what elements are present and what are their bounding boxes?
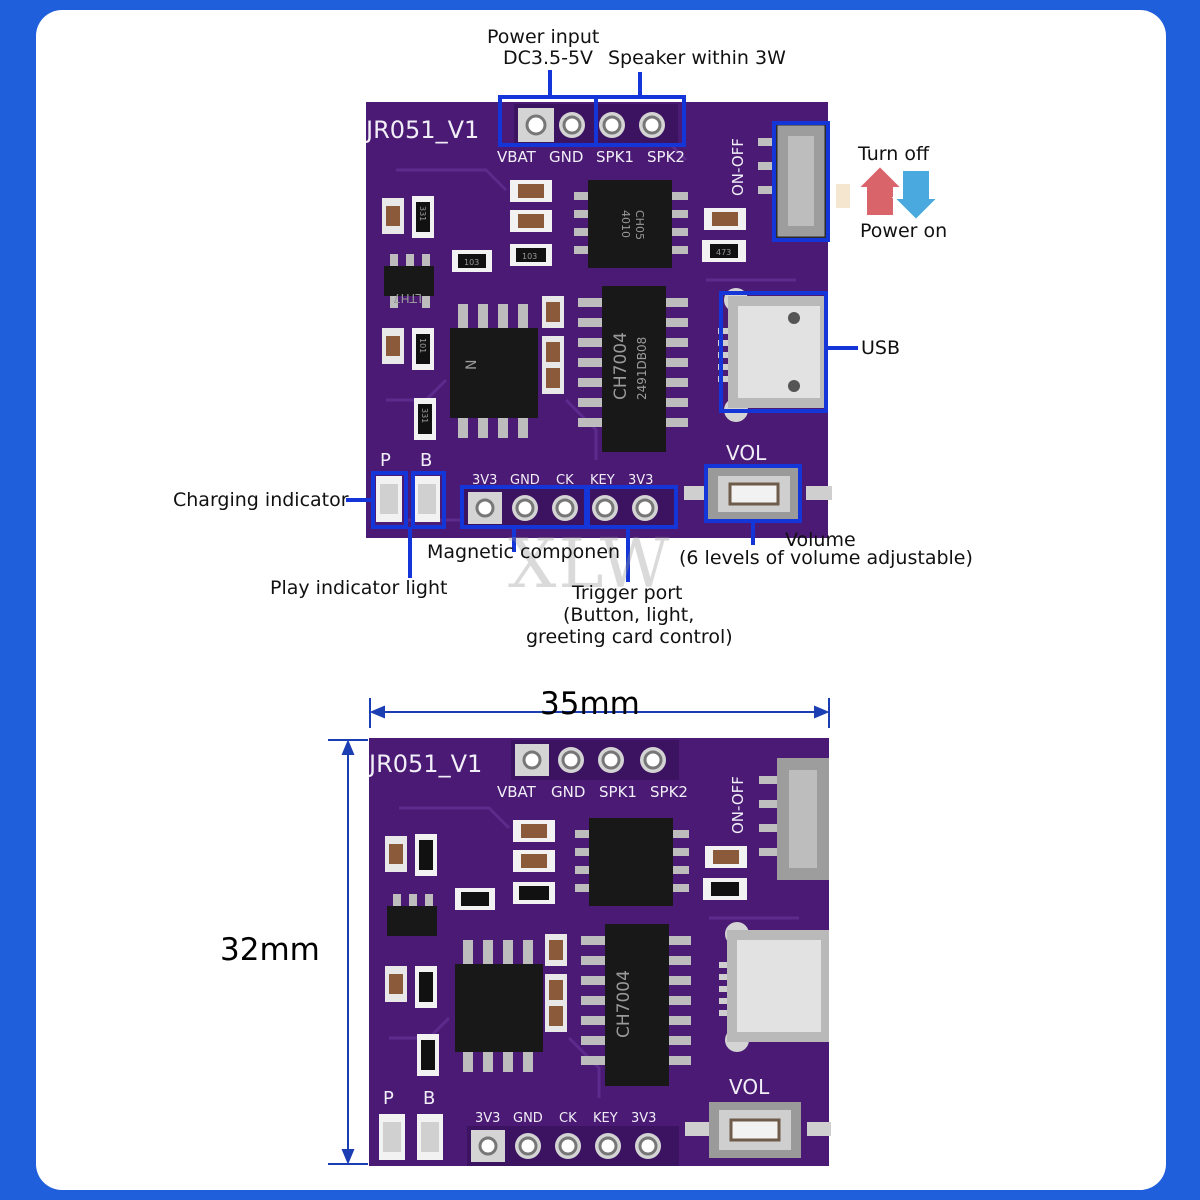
led-indicators (376, 476, 440, 522)
callout-overlay (346, 70, 941, 582)
charging-indicator-label: Charging indicator (173, 489, 349, 511)
power-voltage-label: DC3.5-5V (503, 47, 594, 69)
bottom-pin-label-ck: CK (556, 473, 574, 488)
vol-label-2: VOL (729, 1075, 770, 1099)
pin-label-vbat: VBAT (497, 148, 537, 166)
transistor-2 (387, 894, 437, 936)
passive-components: 331 103 103 101 331 473 (382, 180, 746, 440)
width-dimension-label: 35mm (540, 686, 640, 722)
bottom-pin-label-ck-2: CK (559, 1111, 577, 1126)
resistor-code-4: 101 (418, 338, 427, 353)
bottom-pins-2 (467, 1126, 679, 1166)
pin-label-gnd: GND (549, 148, 583, 166)
bottom-pin-label-key: KEY (590, 473, 615, 488)
turn-off-label: Turn off (858, 143, 930, 165)
volume-button (684, 468, 832, 520)
pin-label-spk1: SPK1 (596, 148, 634, 166)
led-indicators-2 (379, 1114, 443, 1160)
resistor-code-6: 473 (716, 248, 731, 257)
bottom-pin-label-gnd: GND (510, 473, 540, 488)
micro-usb-connector (718, 288, 828, 422)
pcb-board-dimensioned: JR051_V1 VBAT GND SPK1 SPK2 ON-OFF CH700… (369, 738, 831, 1166)
slide-switch-2 (759, 758, 829, 880)
main-ic-2: CH7004 (581, 924, 691, 1086)
pin-label-spk2-2: SPK2 (650, 783, 688, 801)
amplifier-ic-2 (455, 940, 543, 1072)
bottom-pin-label-3v3b: 3V3 (628, 473, 653, 488)
dimension-lines (328, 698, 830, 1165)
resistor-code-3: 103 (464, 258, 479, 267)
speaker-label: Speaker within 3W (608, 47, 786, 69)
volume-button-2 (685, 1102, 831, 1158)
bottom-pin-label-3v3b-2: 3V3 (631, 1111, 656, 1126)
bottom-pin-label-3v3a: 3V3 (472, 473, 497, 488)
led-label-b-2: B (423, 1088, 435, 1109)
board-name: JR051_V1 (366, 116, 479, 144)
small-ic-2 (575, 818, 689, 906)
amplifier-ic: N (450, 304, 538, 438)
small-ic-marking-1: CH05 (633, 210, 646, 240)
main-ic-marking-2: 2491DB08 (635, 337, 649, 400)
led-label-b: B (420, 450, 432, 471)
main-ic: CH7004 2491DB08 (578, 286, 688, 452)
trigger-detail-1-label: (Button, light, (563, 604, 695, 626)
pcb-board-annotated: JR051_V1 VBAT GND SPK1 SPK2 ON-OFF CH05 … (366, 102, 832, 538)
pin-label-gnd-2: GND (551, 783, 585, 801)
main-ic-marking-1: CH7004 (611, 332, 631, 400)
transistor: LTH7 (384, 254, 434, 308)
led-label-p: P (380, 450, 391, 471)
transistor-marking: LTH7 (393, 291, 422, 305)
resistor-code-5: 331 (420, 408, 429, 423)
bottom-pins (464, 488, 676, 528)
magnetic-component-label: Magnetic componen (427, 541, 621, 563)
volume-detail-label: (6 levels of volume adjustable) (679, 547, 973, 569)
power-on-label: Power on (860, 220, 948, 242)
trigger-detail-2-label: greeting card control) (526, 626, 733, 648)
bottom-pin-label-3v3a-2: 3V3 (475, 1111, 500, 1126)
bottom-pin-label-gnd-2: GND (513, 1111, 543, 1126)
usb-label: USB (861, 337, 901, 359)
height-dimension-label: 32mm (220, 932, 320, 968)
trigger-port-label: Trigger port (572, 582, 683, 604)
small-ic: CH05 4010 (574, 180, 688, 268)
pin-label-spk2: SPK2 (647, 148, 685, 166)
power-input-label: Power input (487, 26, 600, 48)
bottom-pin-label-key-2: KEY (593, 1111, 618, 1126)
board-name-2: JR051_V1 (369, 750, 482, 778)
switch-label-2: ON-OFF (729, 776, 747, 834)
volume-label: Volume (785, 529, 856, 551)
vol-label: VOL (726, 441, 767, 465)
led-label-p-2: P (383, 1088, 394, 1109)
passive-components-2 (385, 820, 747, 1076)
switch-label: ON-OFF (729, 138, 747, 196)
small-ic-marking-2: 4010 (619, 210, 632, 238)
amplifier-ic-marking: N (464, 360, 480, 370)
pin-label-vbat-2: VBAT (497, 783, 537, 801)
micro-usb-connector-2 (719, 922, 829, 1052)
pin-label-spk1-2: SPK1 (599, 783, 637, 801)
watermark: XLW (508, 525, 672, 604)
resistor-code-1: 331 (418, 206, 427, 221)
main-ic-marking-2a: CH7004 (614, 970, 634, 1038)
switch-direction-arrows-icon (836, 164, 941, 222)
play-indicator-label: Play indicator light (270, 577, 448, 599)
header-pins-2 (511, 740, 679, 780)
resistor-code-2: 103 (522, 252, 537, 261)
